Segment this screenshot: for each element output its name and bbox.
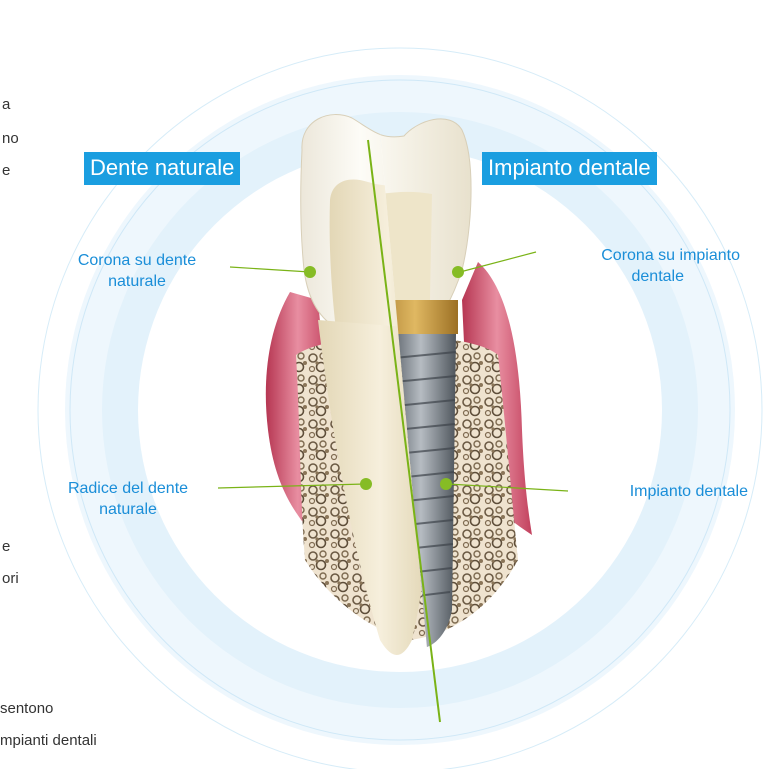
label-root-natural-line1: Radice del dente bbox=[38, 478, 218, 499]
side-text-fragment: a bbox=[2, 96, 10, 113]
label-root-natural-line2: naturale bbox=[38, 499, 218, 520]
label-implant: Impianto dentale bbox=[568, 481, 748, 502]
label-root-natural: Radice del dente naturale bbox=[38, 478, 218, 520]
label-crown-natural-line2: naturale bbox=[52, 271, 222, 292]
side-text-fragment: no bbox=[2, 130, 19, 147]
marker-implant bbox=[440, 478, 452, 490]
label-implant-text: Impianto dentale bbox=[568, 481, 748, 502]
label-crown-implant-line2: dentale bbox=[540, 266, 740, 287]
label-crown-implant-line1: Corona su impianto bbox=[540, 245, 740, 266]
side-text-fragment: mpianti dentali bbox=[0, 732, 97, 749]
badge-natural-tooth: Dente naturale bbox=[84, 152, 240, 185]
leader-crown-natural bbox=[230, 267, 310, 272]
side-text-fragment: e bbox=[2, 162, 10, 179]
side-text-fragment: e bbox=[2, 538, 10, 555]
label-crown-implant: Corona su impianto dentale bbox=[540, 245, 740, 287]
marker-crown-implant bbox=[452, 266, 464, 278]
marker-crown-natural bbox=[304, 266, 316, 278]
marker-root-natural bbox=[360, 478, 372, 490]
leader-crown-implant bbox=[460, 252, 536, 272]
side-text-fragment: sentono bbox=[0, 700, 53, 717]
label-crown-natural: Corona su dente naturale bbox=[52, 250, 222, 292]
side-text-fragment: ori bbox=[2, 570, 19, 587]
label-crown-natural-line1: Corona su dente bbox=[52, 250, 222, 271]
badge-dental-implant: Impianto dentale bbox=[482, 152, 657, 185]
